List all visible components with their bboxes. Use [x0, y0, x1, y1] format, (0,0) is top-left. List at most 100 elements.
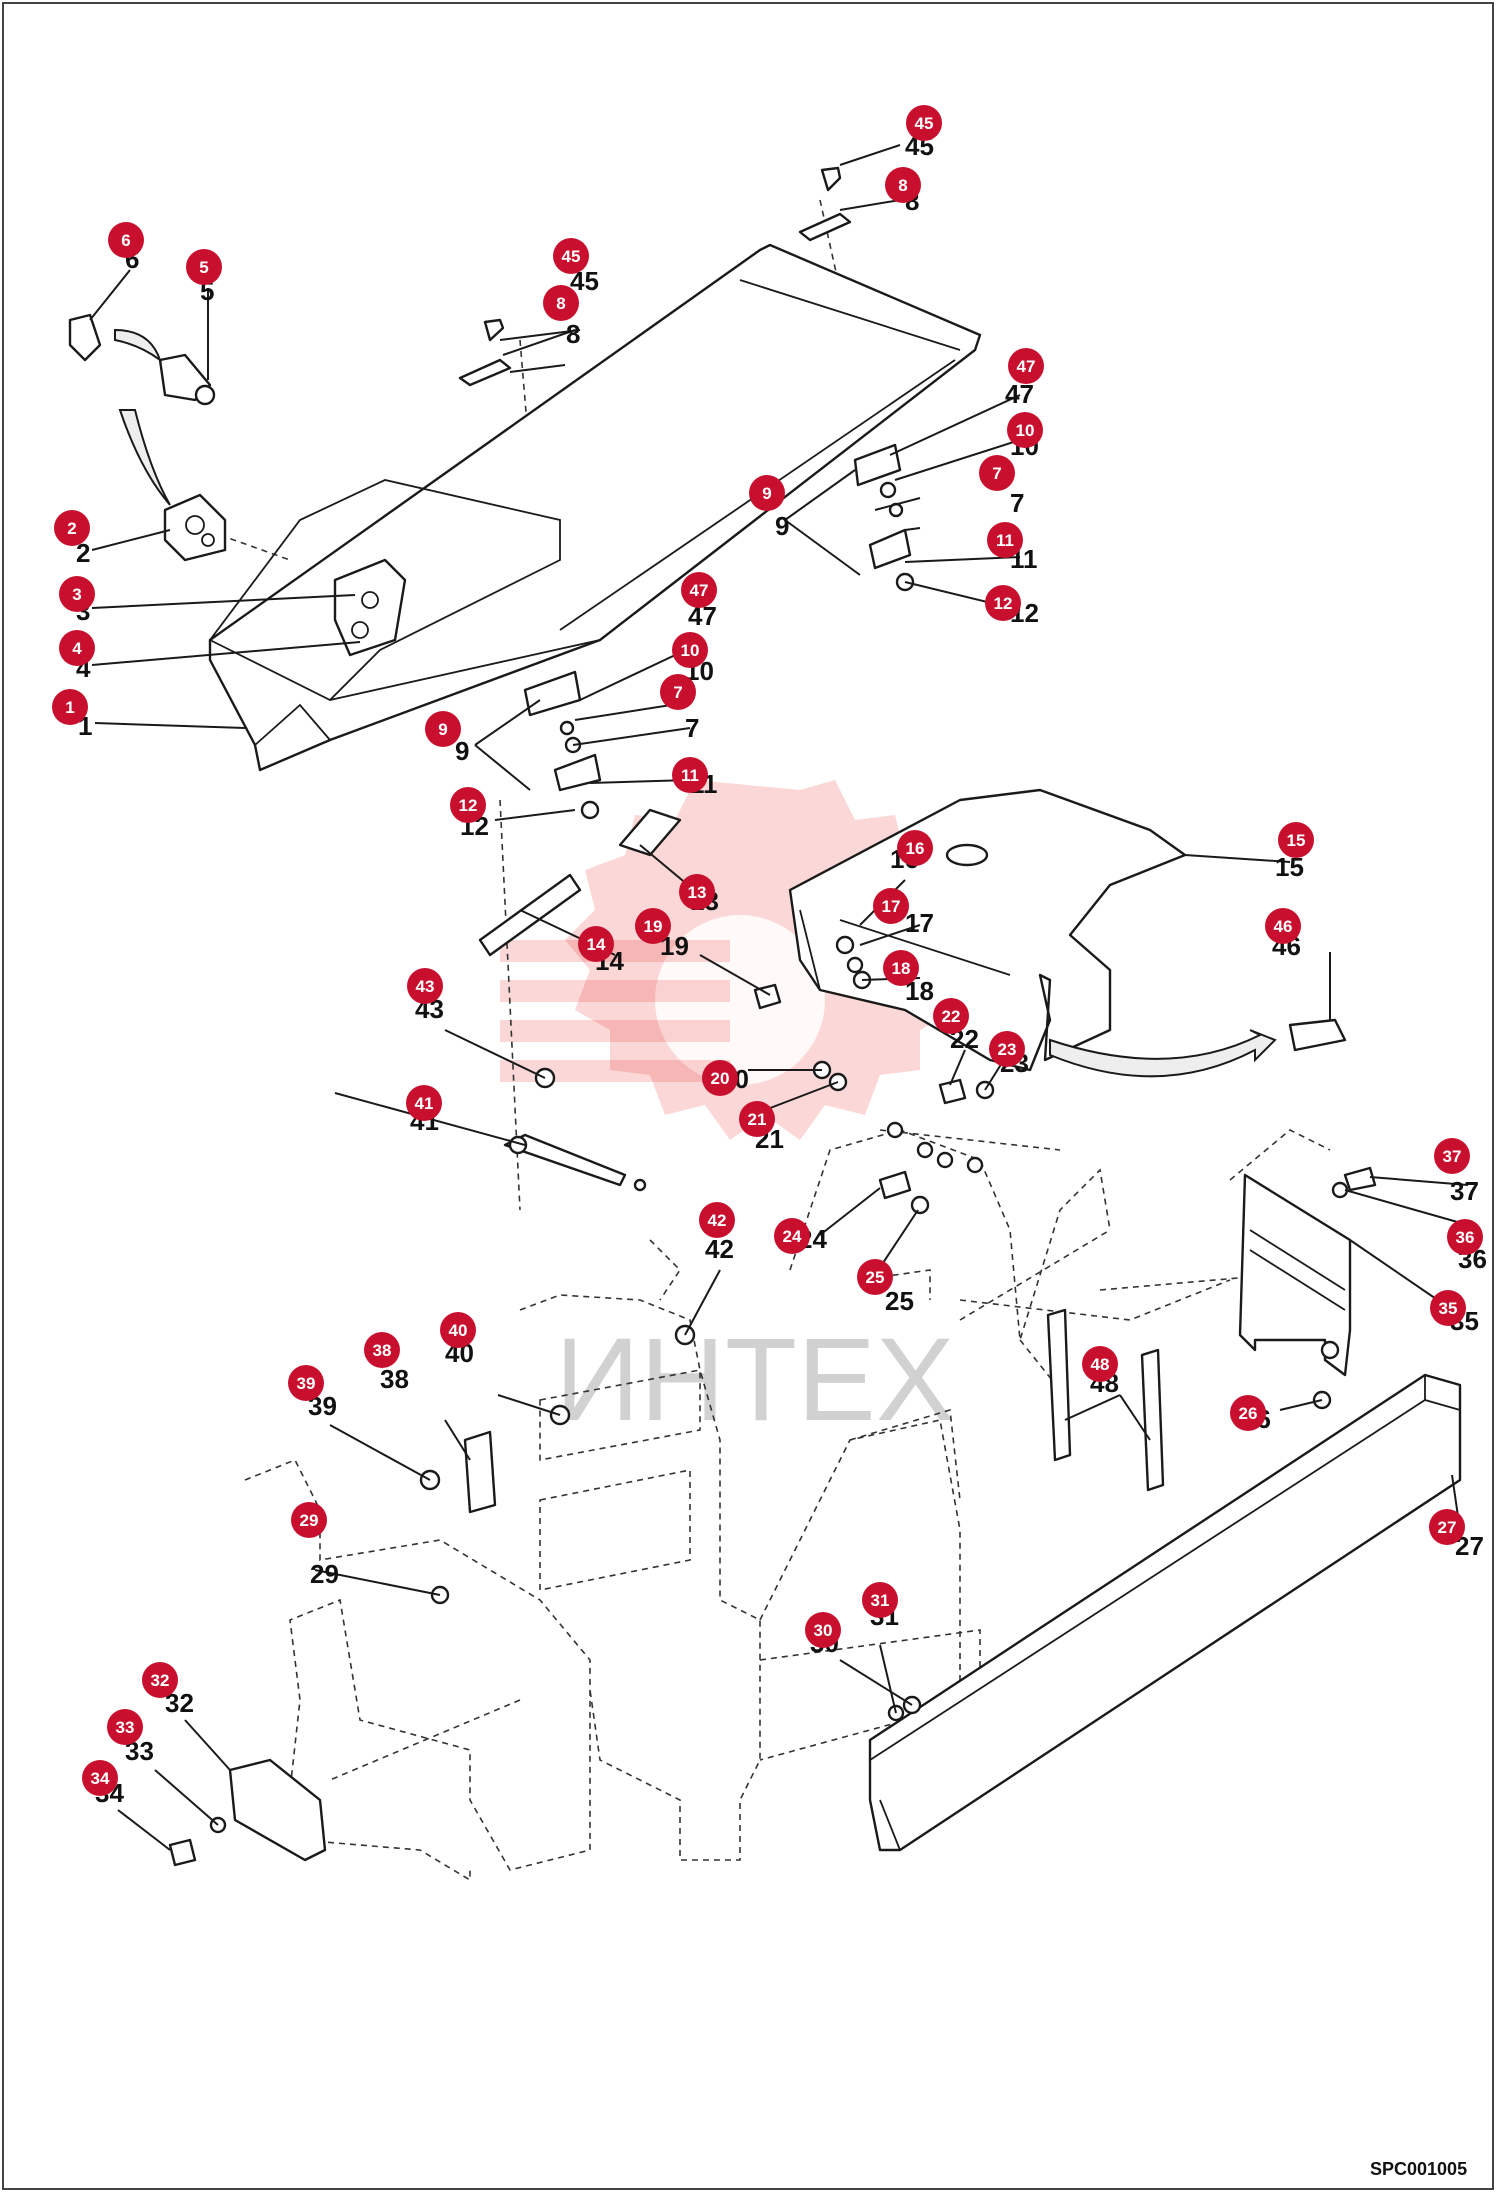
svg-text:5: 5 — [199, 258, 208, 277]
side-cover — [788, 788, 1347, 1078]
callout-badge[interactable]: 16 — [897, 830, 933, 866]
svg-text:37: 37 — [1443, 1147, 1462, 1166]
callout-badge[interactable]: 31 — [862, 1582, 898, 1618]
callout-badge[interactable]: 36 — [1447, 1219, 1483, 1255]
svg-text:1: 1 — [65, 698, 74, 717]
svg-text:3: 3 — [72, 585, 81, 604]
svg-text:33: 33 — [116, 1718, 135, 1737]
callout-badge[interactable]: 47 — [1008, 348, 1044, 384]
svg-text:40: 40 — [449, 1321, 468, 1340]
callout-badge[interactable]: 13 — [679, 874, 715, 910]
callout-badge[interactable]: 10 — [1007, 412, 1043, 448]
svg-text:10: 10 — [1016, 421, 1035, 440]
svg-text:4: 4 — [72, 639, 82, 658]
svg-text:18: 18 — [892, 959, 911, 978]
lower-left-parts — [168, 1324, 922, 1867]
label-9b: 9 — [455, 736, 469, 766]
callout-badge[interactable]: 14 — [578, 926, 614, 962]
svg-text:21: 21 — [748, 1110, 767, 1129]
svg-text:26: 26 — [1239, 1404, 1258, 1423]
callout-badge[interactable]: 9 — [425, 711, 461, 747]
callout-badge[interactable]: 7 — [660, 674, 696, 710]
callout-badge[interactable]: 7 — [979, 455, 1015, 491]
callout-badge[interactable]: 21 — [739, 1101, 775, 1137]
callout-badge[interactable]: 37 — [1434, 1138, 1470, 1174]
callout-badge[interactable]: 20 — [702, 1060, 738, 1096]
svg-text:9: 9 — [762, 484, 771, 503]
callout-badge[interactable]: 35 — [1430, 1290, 1466, 1326]
drawing-code: SPC001005 — [1370, 2159, 1467, 2179]
svg-text:34: 34 — [91, 1769, 110, 1788]
svg-text:41: 41 — [415, 1094, 434, 1113]
callout-badge[interactable]: 46 — [1265, 908, 1301, 944]
callout-badge[interactable]: 6 — [108, 222, 144, 258]
callout-badge[interactable]: 43 — [407, 968, 443, 1004]
callout-badge[interactable]: 2 — [54, 510, 90, 546]
callout-badge[interactable]: 29 — [291, 1502, 327, 1538]
svg-text:15: 15 — [1287, 831, 1306, 850]
callout-badge[interactable]: 25 — [857, 1259, 893, 1295]
svg-text:31: 31 — [871, 1591, 890, 1610]
callout-badge[interactable]: 17 — [873, 888, 909, 924]
svg-text:24: 24 — [783, 1227, 802, 1246]
svg-text:12: 12 — [459, 796, 478, 815]
svg-text:16: 16 — [906, 839, 925, 858]
callout-badge[interactable]: 8 — [885, 167, 921, 203]
svg-text:27: 27 — [1438, 1518, 1457, 1537]
callout-badge[interactable]: 47 — [681, 572, 717, 608]
callout-badge[interactable]: 12 — [450, 787, 486, 823]
callout-badge[interactable]: 22 — [933, 998, 969, 1034]
callout-badge[interactable]: 40 — [440, 1312, 476, 1348]
svg-text:47: 47 — [1017, 357, 1036, 376]
callout-badge[interactable]: 12 — [985, 585, 1021, 621]
callout-badge[interactable]: 19 — [635, 908, 671, 944]
rear-bumper — [868, 1373, 1462, 1852]
callout-badge[interactable]: 11 — [987, 522, 1023, 558]
callout-badge[interactable]: 23 — [989, 1031, 1025, 1067]
callout-badge[interactable]: 30 — [805, 1612, 841, 1648]
callout-badge[interactable]: 11 — [672, 757, 708, 793]
rear-panel — [1046, 1166, 1377, 1492]
callout-badge[interactable]: 8 — [543, 285, 579, 321]
callout-badge[interactable]: 39 — [288, 1365, 324, 1401]
callout-badge[interactable]: 38 — [364, 1332, 400, 1368]
callout-badge[interactable]: 24 — [774, 1218, 810, 1254]
callout-badge[interactable]: 48 — [1082, 1346, 1118, 1382]
callout-badge[interactable]: 9 — [749, 475, 785, 511]
callout-badge[interactable]: 15 — [1278, 822, 1314, 858]
callout-badge[interactable]: 41 — [406, 1085, 442, 1121]
svg-text:14: 14 — [587, 935, 606, 954]
callout-badge[interactable]: 3 — [59, 576, 95, 612]
callout-badge[interactable]: 26 — [1230, 1395, 1266, 1431]
svg-text:32: 32 — [151, 1671, 170, 1690]
callout-badge[interactable]: 45 — [553, 238, 589, 274]
callout-badge[interactable]: 34 — [82, 1760, 118, 1796]
callout-badge[interactable]: 4 — [59, 630, 95, 666]
svg-text:2: 2 — [67, 519, 76, 538]
svg-text:6: 6 — [121, 231, 130, 250]
label-2: 2 — [76, 538, 90, 568]
svg-text:43: 43 — [416, 977, 435, 996]
callout-badge[interactable]: 42 — [699, 1202, 735, 1238]
label-42: 42 — [705, 1234, 734, 1264]
hinge-right — [853, 443, 915, 592]
svg-text:11: 11 — [996, 531, 1014, 550]
chassis-outline — [219, 199, 1331, 1882]
svg-text:8: 8 — [898, 176, 907, 195]
gas-spring — [503, 1067, 647, 1192]
svg-text:11: 11 — [681, 766, 699, 785]
label-25: 25 — [885, 1286, 914, 1316]
callout-badge[interactable]: 1 — [52, 689, 88, 725]
callout-badge[interactable]: 45 — [906, 105, 942, 141]
callout-badge[interactable]: 33 — [107, 1709, 143, 1745]
svg-text:13: 13 — [688, 883, 707, 902]
callout-badge[interactable]: 27 — [1429, 1509, 1465, 1545]
callout-badge[interactable]: 5 — [186, 249, 222, 285]
svg-text:12: 12 — [994, 594, 1013, 613]
callout-badge[interactable]: 32 — [142, 1662, 178, 1698]
top-brackets — [458, 166, 852, 387]
svg-text:9: 9 — [438, 720, 447, 739]
callout-badge[interactable]: 18 — [883, 950, 919, 986]
hinge-left — [523, 670, 602, 820]
callout-badge[interactable]: 10 — [672, 632, 708, 668]
